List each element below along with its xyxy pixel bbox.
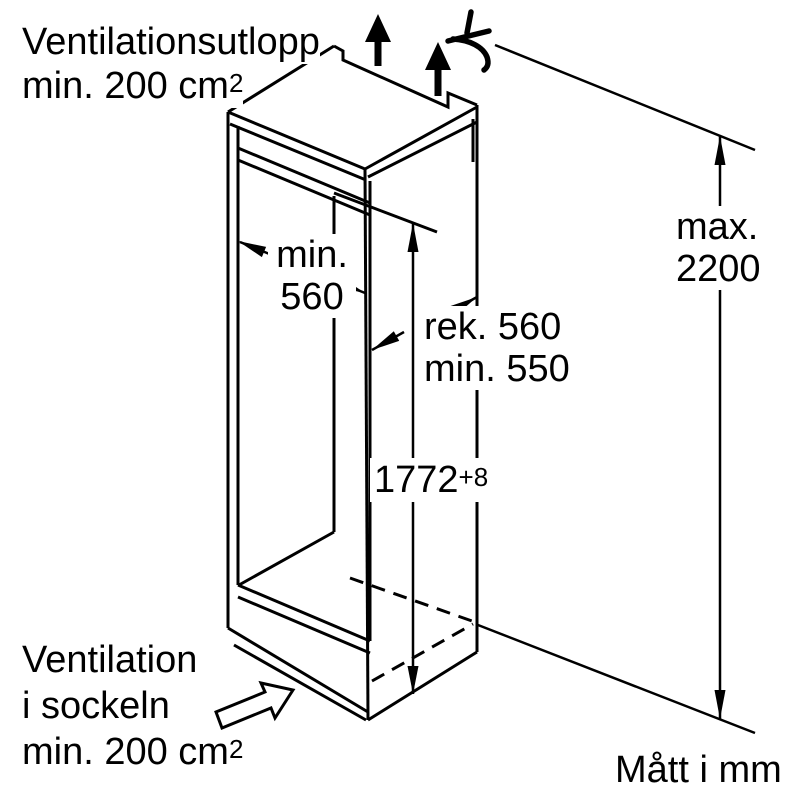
label-vent-plinth-line2: i sockeln xyxy=(22,684,170,728)
hidden-edges-dashed xyxy=(349,576,474,683)
airflow-curl-icon xyxy=(445,9,492,73)
label-vent-plinth-line3: min. 200 cm2 xyxy=(22,730,244,774)
plinth-vent-arrow-icon xyxy=(214,680,296,730)
label-dim-depth-min: min. 550 xyxy=(424,348,570,390)
label-vent-plinth-line3-base: min. 200 cm xyxy=(22,731,229,773)
label-dim-1772-tolerance: +8 xyxy=(458,462,489,492)
label-dim-depth: rek. 560 min. 550 xyxy=(420,306,574,390)
label-vent-outlet-line1: Ventilationsutlopp xyxy=(22,20,320,64)
label-dim-depth-rek: rek. 560 xyxy=(424,306,562,348)
extension-lines xyxy=(477,43,756,735)
label-vent-outlet-line2-sup: 2 xyxy=(228,68,244,98)
label-dim-max: max. xyxy=(676,206,759,248)
label-dim-2200: 2200 xyxy=(676,248,761,290)
label-vent-plinth-line3-sup: 2 xyxy=(228,734,244,764)
label-dim-niche-height: 1772+8 xyxy=(370,458,493,502)
label-vent-plinth-line1: Ventilation xyxy=(22,638,198,682)
label-unit-note: Mått i mm xyxy=(615,748,782,792)
label-vent-outlet-line2: min. 200 cm2 xyxy=(22,64,244,108)
label-dim-width-min: min. xyxy=(276,234,348,276)
cabinet-outline xyxy=(226,44,479,722)
vent-airflow-arrows-icon xyxy=(365,14,451,96)
label-vent-outlet-line2-base: min. 200 cm xyxy=(22,65,229,107)
label-dim-1772: 1772 xyxy=(374,459,459,501)
label-dim-width: min. 560 xyxy=(268,234,356,318)
label-dim-width-560: 560 xyxy=(280,276,344,318)
label-dim-max-height: max. 2200 xyxy=(672,206,765,290)
